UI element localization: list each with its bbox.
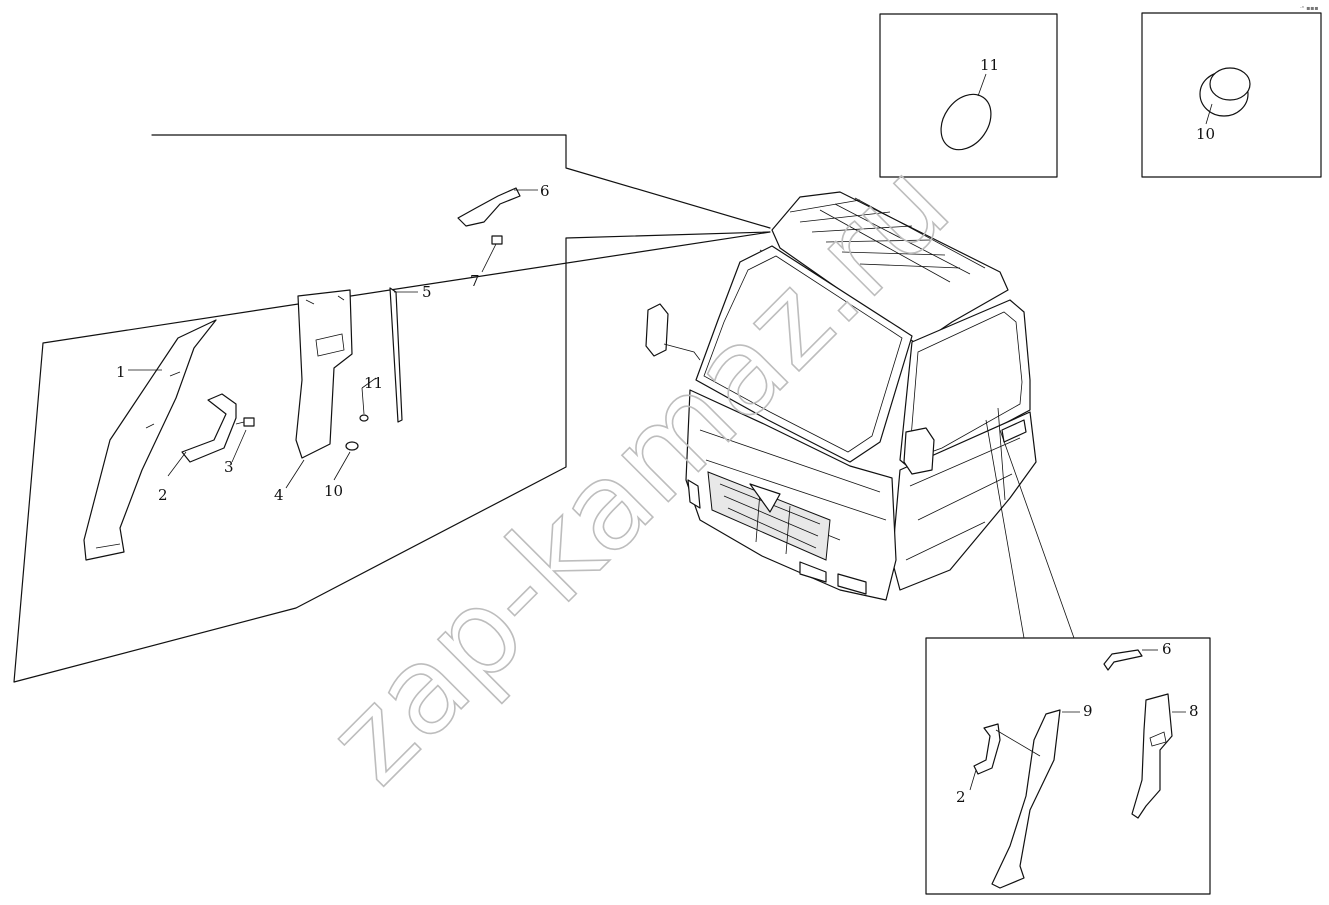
pillar-trim-9 [991,709,1061,889]
bolt [491,235,503,245]
screw [235,417,255,427]
inset-callout-10: 10 [1196,125,1215,143]
corner-mark: ·ⁿ ▪▪▪ [1300,5,1318,12]
inset-callout-8: 8 [1189,702,1199,720]
callout-1: 1 [116,363,126,381]
cap-10-illustration [1199,67,1251,117]
callout-11: 11 [364,374,383,392]
callout-2: 2 [158,486,168,504]
b-pillar-trim [295,289,353,459]
callout-5: 5 [422,283,432,301]
a-pillar-trim [83,319,217,561]
plug-round [359,414,369,422]
grab-handle-inset [973,723,1001,775]
handle-bracket [457,187,521,227]
leader-lines [128,189,538,489]
plug-11-illustration [940,93,992,151]
truck-cab-illustration [645,191,1037,601]
inset-callout-6: 6 [1162,640,1172,658]
callout-6: 6 [540,182,550,200]
strap [389,287,403,423]
inset-callout-9: 9 [1083,702,1093,720]
grab-handle [181,393,237,463]
callout-7: 7 [470,272,480,290]
callout-3: 3 [224,458,234,476]
plug-cap [345,441,359,451]
inset-callout-11: 11 [980,56,999,74]
inset-box-cap-10 [1141,12,1322,178]
inset-box-cab-rear-trim [925,637,1211,895]
callout-10: 10 [324,482,343,500]
callout-4: 4 [274,486,284,504]
bracket-6 [1103,649,1143,671]
inset-box-plug-11 [879,13,1058,178]
trim-panel-8 [1131,693,1173,819]
inset-callout-2: 2 [956,788,966,806]
inset-leader-lines [985,419,1075,639]
exploded-view-outline [13,134,771,683]
